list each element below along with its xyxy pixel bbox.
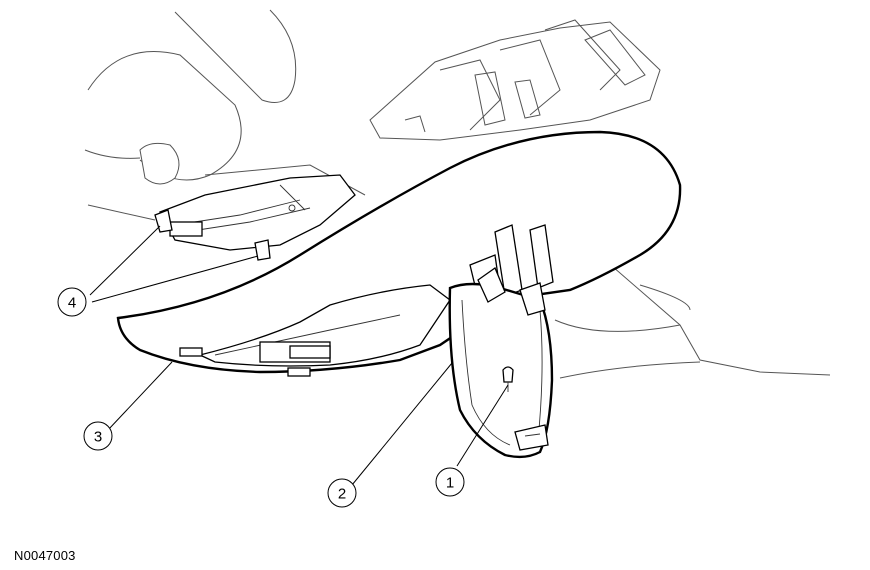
svg-text:2: 2 — [338, 486, 346, 503]
retaining-clip-right — [254, 239, 271, 261]
svg-text:3: 3 — [94, 429, 102, 446]
callout-1: 1 — [435, 467, 465, 497]
headliner-background — [84, 9, 366, 221]
figure-reference-code: N0047003 — [14, 548, 76, 563]
roof-bracket-background — [369, 19, 831, 379]
svg-text:4: 4 — [68, 295, 76, 312]
console-trim-panel — [116, 130, 682, 377]
callout-3: 3 — [83, 421, 113, 451]
leader-lines — [89, 225, 509, 486]
svg-text:1: 1 — [446, 475, 454, 492]
callout-2: 2 — [327, 478, 357, 508]
storage-bin-door — [448, 267, 554, 459]
fastener-screw — [502, 366, 514, 392]
callout-4: 4 — [57, 287, 87, 317]
